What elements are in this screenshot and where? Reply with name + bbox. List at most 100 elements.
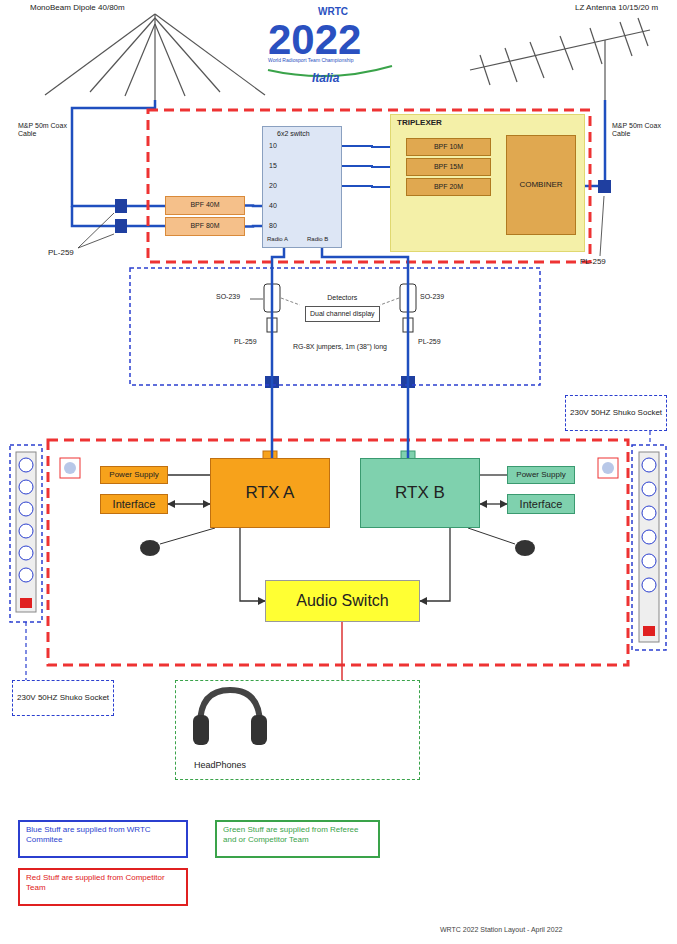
socket [642,506,656,520]
text-label: SO-239 [216,293,240,301]
node-text: BPF 10M [434,143,463,151]
node-text: HeadPhones [194,761,246,771]
node-text: Detectors [327,294,357,302]
connector [240,528,265,601]
legend-swatch: Red Stuff are supplied from Competitor T… [18,868,188,906]
text-label: WRTC [318,6,348,18]
power-supply-box: Power Supply [507,466,575,484]
node-text: TRIPLEXER [397,119,442,128]
text-label: MonoBeam Dipole 40/80m [30,3,125,12]
socket-label-box: 230V 50HZ Shuko Socket [565,395,667,431]
node-text: Dual channel display [305,306,380,322]
socket [19,568,33,582]
strip-switch [20,598,32,608]
audio-switch-box: Audio Switch [265,580,420,622]
filter-box: BPF 15M [406,158,491,176]
node-text: BPF 80M [190,222,219,230]
interface-box: Interface [100,494,168,514]
node-text: 6x2 switch [277,130,310,138]
text-label: Italia [312,72,339,86]
combiner-box: COMBINER [506,135,576,235]
socket [642,530,656,544]
socket [19,480,33,494]
node-text: BPF 15M [434,163,463,171]
connector [168,474,210,475]
connector [322,248,408,458]
legend-swatch: Blue Stuff are supplied from WRTC Commit… [18,820,188,858]
competitor-region [48,440,628,665]
dipole-antenna [45,14,265,100]
text-label: M&P 50m Coax Cable [18,122,68,138]
node-text: 40 [269,202,277,210]
node-text: RTX A [246,483,295,503]
filter-box: BPF 20M [406,178,491,196]
so239-connector [264,284,416,332]
filter-box: BPF 80M [165,217,245,236]
interface-box: Interface [507,494,575,514]
socket [642,554,656,568]
legend-text: Green Stuff are supplied from Referee an… [223,825,358,844]
socket [19,458,656,636]
node-text: Radio A [267,236,288,243]
legend-swatch: Green Stuff are supplied from Referee an… [215,820,380,858]
yagi-antenna [470,18,650,100]
text-label: PL-259 [48,248,74,257]
filter-box: BPF 10M [406,138,491,156]
connector [480,474,507,475]
socket-label-box: 230V 50HZ Shuko Socket [12,680,114,716]
radio-box: RTX A [210,458,330,528]
text-label: World Radiosport Team Championship [268,58,398,64]
text-label: PL-259 [580,257,606,266]
filter-box: BPF 40M [165,196,245,215]
text-label: PL-259 [418,338,441,346]
text-label: RG-8X jumpers, 1m (38") long [285,343,395,351]
legend-text: Blue Stuff are supplied from WRTC Commit… [26,825,151,844]
socket [19,524,33,538]
power-supply-box: Power Supply [100,466,168,484]
node-text: BPF 20M [434,183,463,191]
node-text: 230V 50HZ Shuko Socket [17,693,109,702]
competitor-region [148,110,590,262]
radio-box: RTX B [360,458,480,528]
text-label: PL-259 [234,338,257,346]
socket [19,546,33,560]
node-text: Audio Switch [296,592,389,610]
connector [420,528,450,601]
antenna-switch: 6x2 switch10 15 20 40 80Radio A Radio B [262,126,342,248]
socket [642,482,656,496]
node-text: Power Supply [109,470,158,479]
node-text: 80 [269,222,277,230]
node-text: Interface [520,498,563,511]
legend-text: Red Stuff are supplied from Competitor T… [26,873,165,892]
headphones-icon [193,690,267,745]
connector [272,248,284,458]
connector [480,503,507,504]
socket [19,458,33,472]
triplexer-box: TRIPLEXER BPF 10M BPF 15M BPF 20M COMBINER [390,114,585,252]
detector-box: DetectorsDual channel display [300,280,385,336]
node-text: 10 [269,142,277,150]
node-text: Power Supply [516,470,565,479]
connector [168,503,210,504]
node-text: Interface [113,498,156,511]
power-strip [10,431,666,680]
text-label: M&P 50m Coax Cable [612,122,670,138]
microphone [140,528,535,556]
node-text: BPF 40M [190,201,219,209]
headphones-box: HeadPhones [175,680,420,780]
socket [642,458,656,472]
node-text: 15 [269,162,277,170]
connector [341,622,343,680]
text-label: WRTC 2022 Station Layout - April 2022 [440,926,562,934]
socket [642,578,656,592]
node-text: 20 [269,182,277,190]
connector [245,225,262,228]
text-label: LZ Antenna 10/15/20 m [575,3,670,12]
socket [19,502,33,516]
text-label: SO-239 [420,293,444,301]
strip-switch [643,626,655,636]
node-text: Radio B [307,236,328,243]
